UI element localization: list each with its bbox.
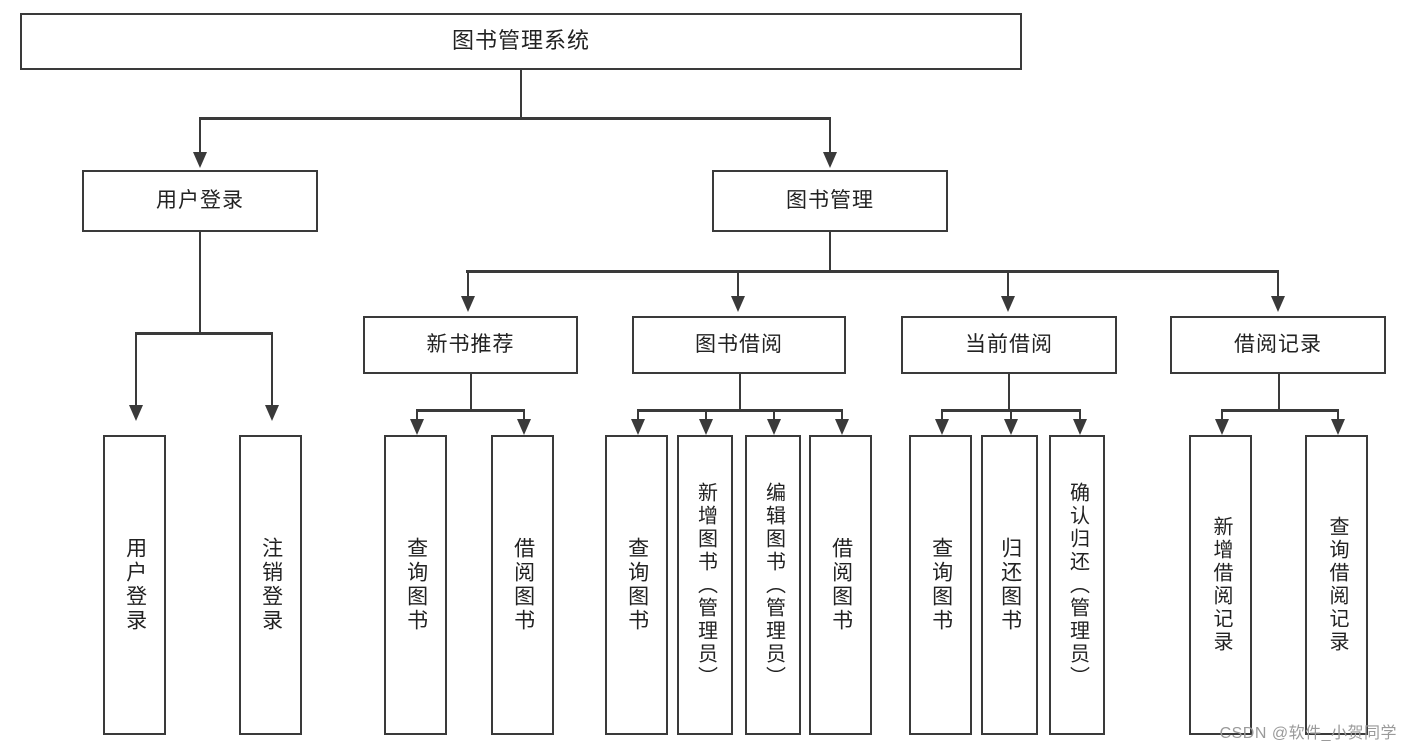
connector-br-to-leaf-2 bbox=[1336, 409, 1339, 423]
connector-new-book-bus bbox=[416, 409, 524, 412]
connector-user-login-bus bbox=[135, 332, 272, 335]
leaf-new-book-query[interactable]: 查询图书 bbox=[384, 435, 447, 735]
node-book-management[interactable]: 图书管理 bbox=[712, 170, 948, 232]
node-root-book-management-system[interactable]: 图书管理系统 bbox=[20, 13, 1022, 70]
node-label: 新书推荐 bbox=[426, 333, 515, 357]
node-label: 新增借阅记录 bbox=[1210, 516, 1232, 654]
connector-bm-to-borrow-record bbox=[1276, 270, 1279, 298]
connector-borrow-record-stem bbox=[1277, 374, 1280, 410]
arrowhead-bb-to-leaf-1 bbox=[631, 419, 645, 435]
node-label: 借阅图书 bbox=[511, 537, 535, 633]
arrowhead-bm-to-new-book bbox=[461, 296, 475, 312]
connector-root-to-user-login bbox=[198, 117, 201, 154]
node-borrow-record[interactable]: 借阅记录 bbox=[1170, 316, 1386, 374]
node-label: 图书管理 bbox=[786, 189, 874, 213]
connector-bb-to-leaf-1 bbox=[636, 409, 639, 423]
node-label: 图书借阅 bbox=[695, 333, 783, 357]
node-label: 确认归还（管理员） bbox=[1066, 481, 1089, 689]
node-label: 用户登录 bbox=[123, 537, 147, 633]
leaf-user-logout[interactable]: 注销登录 bbox=[239, 435, 302, 735]
connector-user-login-to-leaf-2 bbox=[270, 332, 273, 407]
arrowhead-nb-to-leaf-2 bbox=[517, 419, 531, 435]
connector-book-borrow-stem bbox=[738, 374, 741, 410]
node-label: 查询图书 bbox=[625, 537, 649, 633]
arrowhead-bb-to-leaf-3 bbox=[767, 419, 781, 435]
connector-br-to-leaf-1 bbox=[1220, 409, 1223, 423]
arrowhead-nb-to-leaf-1 bbox=[410, 419, 424, 435]
leaf-current-return-book[interactable]: 归还图书 bbox=[981, 435, 1038, 735]
leaf-borrow-query-book[interactable]: 查询图书 bbox=[605, 435, 668, 735]
node-label: 归还图书 bbox=[998, 537, 1022, 633]
connector-bm-to-current-borrow bbox=[1006, 270, 1009, 298]
node-new-book-recommend[interactable]: 新书推荐 bbox=[363, 316, 578, 374]
node-label: 查询图书 bbox=[404, 537, 428, 633]
connector-bb-to-leaf-3 bbox=[772, 409, 775, 423]
node-user-login[interactable]: 用户登录 bbox=[82, 170, 318, 232]
arrowhead-root-to-book-management bbox=[823, 152, 837, 168]
arrowhead-user-login-to-leaf-1 bbox=[129, 405, 143, 421]
node-label: 查询图书 bbox=[929, 537, 953, 633]
connector-new-book-stem bbox=[469, 374, 472, 410]
leaf-record-query[interactable]: 查询借阅记录 bbox=[1305, 435, 1368, 735]
connector-root-to-book-management bbox=[828, 117, 831, 154]
arrowhead-bb-to-leaf-2 bbox=[699, 419, 713, 435]
node-label: 新增图书（管理员） bbox=[694, 481, 717, 689]
leaf-borrow-add-book[interactable]: 新增图书（管理员） bbox=[677, 435, 733, 735]
connector-user-login-to-leaf-1 bbox=[134, 332, 137, 407]
connector-borrow-record-bus bbox=[1221, 409, 1338, 412]
leaf-borrow-borrow-book[interactable]: 借阅图书 bbox=[809, 435, 872, 735]
node-label: 查询借阅记录 bbox=[1326, 516, 1348, 654]
node-current-borrow[interactable]: 当前借阅 bbox=[901, 316, 1117, 374]
node-label: 注销登录 bbox=[259, 537, 283, 633]
leaf-record-add[interactable]: 新增借阅记录 bbox=[1189, 435, 1252, 735]
csdn-watermark: CSDN @软件_小贺同学 bbox=[1219, 725, 1397, 742]
node-book-borrow[interactable]: 图书借阅 bbox=[632, 316, 846, 374]
connector-bm-to-book-borrow bbox=[736, 270, 739, 298]
connector-bm-to-new-book bbox=[466, 270, 469, 298]
arrowhead-bb-to-leaf-4 bbox=[835, 419, 849, 435]
node-label: 编辑图书（管理员） bbox=[762, 481, 785, 689]
node-label: 借阅记录 bbox=[1234, 333, 1322, 357]
arrowhead-cb-to-leaf-1 bbox=[935, 419, 949, 435]
connector-cb-to-leaf-2 bbox=[1009, 409, 1012, 423]
connector-root-stem bbox=[519, 70, 522, 118]
connector-nb-to-leaf-2 bbox=[522, 409, 525, 423]
connector-cb-to-leaf-3 bbox=[1078, 409, 1081, 423]
arrowhead-cb-to-leaf-3 bbox=[1073, 419, 1087, 435]
connector-book-borrow-bus bbox=[637, 409, 842, 412]
connector-current-borrow-stem bbox=[1007, 374, 1010, 410]
connector-nb-to-leaf-1 bbox=[415, 409, 418, 423]
connector-cb-to-leaf-1 bbox=[940, 409, 943, 423]
leaf-current-confirm-return[interactable]: 确认归还（管理员） bbox=[1049, 435, 1105, 735]
connector-user-login-stem bbox=[198, 232, 201, 333]
leaf-current-query-book[interactable]: 查询图书 bbox=[909, 435, 972, 735]
arrowhead-br-to-leaf-1 bbox=[1215, 419, 1229, 435]
arrowhead-br-to-leaf-2 bbox=[1331, 419, 1345, 435]
connector-root-bus bbox=[199, 117, 831, 120]
arrowhead-root-to-user-login bbox=[193, 152, 207, 168]
arrowhead-bm-to-current-borrow bbox=[1001, 296, 1015, 312]
connector-bb-to-leaf-2 bbox=[704, 409, 707, 423]
node-label: 当前借阅 bbox=[965, 333, 1053, 357]
node-label: 借阅图书 bbox=[829, 537, 853, 633]
connector-bb-to-leaf-4 bbox=[840, 409, 843, 423]
arrowhead-user-login-to-leaf-2 bbox=[265, 405, 279, 421]
node-label: 用户登录 bbox=[156, 189, 244, 213]
arrowhead-bm-to-borrow-record bbox=[1271, 296, 1285, 312]
connector-book-management-bus bbox=[466, 270, 1278, 273]
arrowhead-cb-to-leaf-2 bbox=[1004, 419, 1018, 435]
leaf-new-book-borrow[interactable]: 借阅图书 bbox=[491, 435, 554, 735]
leaf-user-login[interactable]: 用户登录 bbox=[103, 435, 166, 735]
arrowhead-bm-to-book-borrow bbox=[731, 296, 745, 312]
node-label: 图书管理系统 bbox=[451, 28, 590, 54]
leaf-borrow-edit-book[interactable]: 编辑图书（管理员） bbox=[745, 435, 801, 735]
connector-book-management-stem bbox=[828, 232, 831, 271]
